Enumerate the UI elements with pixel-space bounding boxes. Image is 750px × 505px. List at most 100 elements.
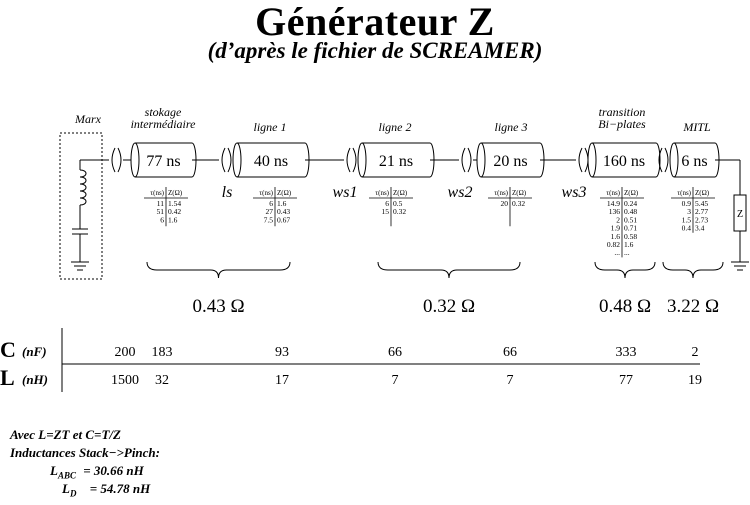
table-cell-tau: 3 [687,207,691,216]
line-cylinder-3: 21 ns [357,142,435,178]
inductance-value-4: 7 [507,373,514,388]
parameter-tables: τ(ns)Z(Ω)115161.540.421.6τ(ns)Z(Ω)6277.5… [144,187,715,258]
section-label-1: stokage intermédiaire [130,105,196,131]
cylinder-delay: 40 ns [254,153,288,170]
section-label-5: transition Bi−plates [598,105,646,131]
capacitance-value-1: 183 [152,345,173,360]
table-cell-z: 0.48 [624,207,637,216]
table-cell-z: 1.54 [168,199,181,208]
table-header-z: Z(Ω) [695,189,710,197]
switch-gap-3 [459,147,473,173]
load-resistor: Z [731,160,749,271]
cylinder-right-end [429,142,435,178]
marx-generator [59,132,110,280]
table-cell-tau: 0.4 [682,224,692,233]
param-table-4: τ(ns)Z(Ω)14.913621.91.60.82...0.240.480.… [600,187,644,258]
table-cell-z: 0.42 [168,207,181,216]
table-cell-z: 5.45 [695,199,708,208]
switch-arc-left [658,147,663,173]
cylinder-left-end [232,142,242,178]
cylinder-body [592,143,656,177]
stack-pinch-note: Inductances Stack−>Pinch: [10,445,160,460]
capacitance-value-2: 93 [275,345,289,360]
table-cell-z: 0.5 [393,199,403,208]
table-cell-tau: 51 [157,207,165,216]
table-cell-tau: 11 [157,199,164,208]
switch-arc-left [221,147,226,173]
cylinder-delay: 21 ns [379,153,413,170]
line-cylinder-6: 6 ns [669,142,720,178]
cylinder-right-end [304,142,310,178]
table-cell-tau: 6 [269,199,273,208]
capacitance-value-3: 66 [388,345,402,360]
formula-note: Avec L=ZT et C=T/Z [10,427,121,442]
impedance-brace-0 [146,261,291,279]
cylinder-delay: 77 ns [146,153,180,170]
switch-gap-1 [219,147,233,173]
table-cell-z: ... [624,248,630,257]
cylinder-body [135,143,192,177]
table-header-z: Z(Ω) [277,189,292,197]
impedance-value-2: 0.48 Ω [599,296,651,317]
table-cell-tau: 0.9 [682,199,692,208]
table-cell-z: 0.24 [624,199,637,208]
line-cylinder-4: 20 ns [476,142,545,178]
section-label-3: ligne 2 [378,120,412,134]
table-cell-z: 0.32 [393,207,406,216]
switch-gap-2 [344,147,358,173]
cylinder-right-end [714,142,720,178]
impedance-brace-2 [594,261,656,279]
section-label-6: MITL [683,120,711,134]
cylinder-body [481,143,540,177]
inductance-value-1: 32 [155,373,169,388]
cylinder-left-end [476,142,486,178]
switch-arc-right [117,147,122,173]
switch-label-1: ws1 [333,184,358,201]
table-cell-z: 2.73 [695,215,708,224]
table-cell-tau: 15 [382,207,390,216]
table-header-z: Z(Ω) [512,189,527,197]
table-cell-tau: 7.5 [264,215,274,224]
inductance-d-value: = 54.78 nH [89,481,151,496]
capacitance-symbol: C [0,337,16,362]
cylinder-right-end [539,142,545,178]
table-cell-z: 0.67 [277,215,290,224]
table-header-tau: τ(ns) [150,189,164,197]
cylinder-left-end [130,142,140,178]
switch-gap-0 [109,147,123,173]
inductance-d: LD = 54.78 nH [62,481,150,499]
cylinder-delay: 20 ns [493,153,527,170]
capacitance-value-5: 333 [616,345,637,360]
inductance-abc-subscript: ABC [57,470,76,481]
cylinder-left-end [587,142,597,178]
cylinder-right-end [655,142,661,178]
table-header-z: Z(Ω) [393,189,408,197]
table-cell-tau: 14.9 [607,199,620,208]
table-cell-z: 2.77 [695,207,708,216]
cylinder-body [237,143,305,177]
table-header-z: Z(Ω) [168,189,183,197]
cylinder-delay: 6 ns [681,153,707,170]
table-cell-tau: 6 [385,199,389,208]
table-cell-z: 1.6 [624,240,634,249]
capacitance-value-0: 200 [115,345,136,360]
switch-arc-left [346,147,351,173]
table-cell-tau: 1.5 [682,215,692,224]
table-cell-z: 0.43 [277,207,290,216]
switch-gap-5 [656,147,670,173]
section-label-2: ligne 1 [253,120,287,134]
switch-arc-left [461,147,466,173]
table-header-tau: τ(ns) [375,189,389,197]
table-header-z: Z(Ω) [624,189,639,197]
table-cell-tau: 27 [266,207,274,216]
table-cell-z: 0.32 [512,199,525,208]
page-title: Générateur Z [255,0,495,44]
section-label-0: Marx [75,112,101,126]
impedance-brace-3 [662,261,724,279]
capacitance-unit: (nF) [22,344,47,359]
line-cylinder-2: 40 ns [232,142,310,178]
